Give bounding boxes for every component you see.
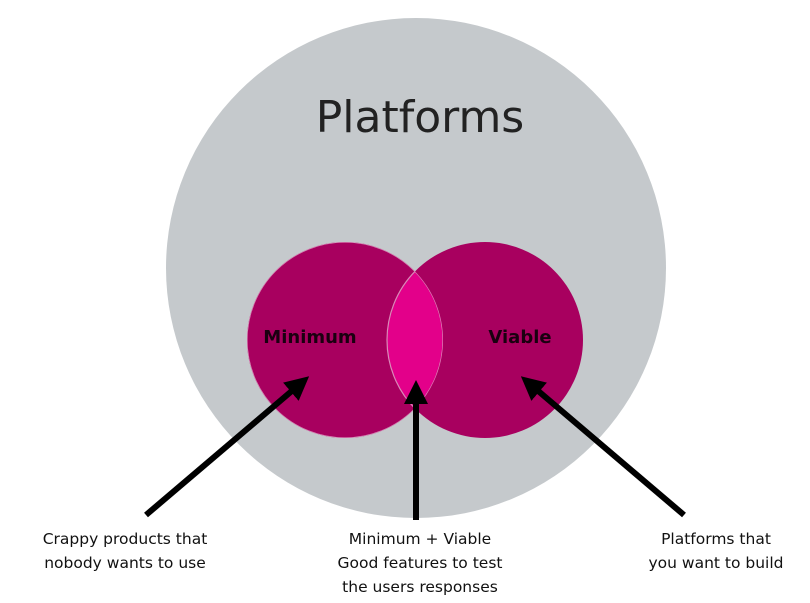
caption-right-line-2: you want to build [648,554,784,572]
arrow-right [520,376,686,518]
caption-left-line-2: nobody wants to use [44,554,206,572]
viable-label: Viable [488,327,552,348]
caption-right: Platforms that you want to build [630,527,802,575]
caption-left: Crappy products that nobody wants to use [10,527,240,575]
caption-middle: Minimum + Viable Good features to test t… [300,527,540,599]
caption-middle-line-2: Good features to test [337,554,503,572]
diagram-title: Platforms [315,92,525,143]
caption-right-line-1: Platforms that [661,530,771,548]
arrow-left [144,376,310,518]
minimum-label: Minimum [263,327,357,348]
caption-left-line-1: Crappy products that [42,530,208,548]
caption-middle-line-3: the users responses [342,578,498,596]
overlap-outline [386,242,443,438]
caption-middle-line-1: Minimum + Viable [348,530,492,548]
